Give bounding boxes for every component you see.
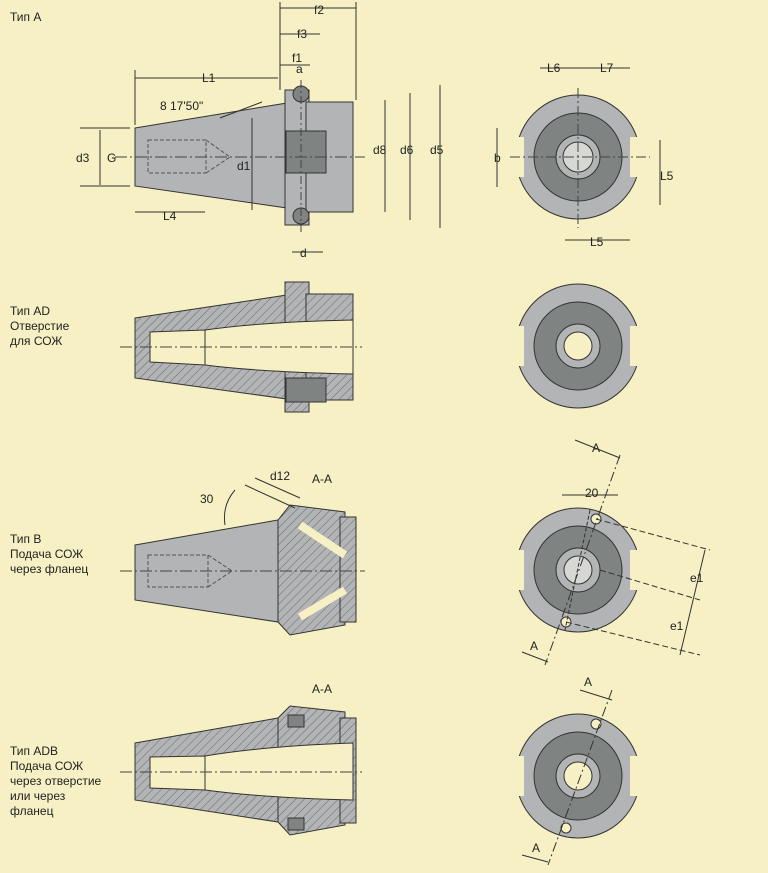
dim-d: d (300, 246, 307, 260)
type-ad-end-view (512, 283, 642, 409)
dim-e1-top: e1 (690, 571, 704, 585)
dim-angle: 8 17'50" (160, 99, 203, 113)
section-mark-a-bottom: A (530, 639, 538, 653)
section-mark-a-bottom-2: A (532, 841, 540, 855)
section-mark-a-top: A (592, 441, 600, 455)
section-label-b: A-A (312, 472, 332, 486)
dim-l6: L6 (547, 61, 561, 75)
dim-l4: L4 (163, 209, 177, 223)
type-adb-end-view (512, 689, 642, 866)
section-label-adb: A-A (312, 682, 332, 696)
type-adb-side-view (120, 705, 362, 836)
dim-d12: d12 (270, 469, 290, 483)
dim-l5-bottom: L5 (590, 235, 604, 249)
dim-d3: d3 (76, 151, 90, 165)
dim-g: G (107, 151, 116, 165)
dim-angle-30: 30 (200, 492, 214, 506)
dim-d8: d8 (373, 143, 387, 157)
dim-f1: f1 (292, 51, 302, 65)
dim-d1: d1 (237, 159, 251, 173)
dim-l7: L7 (600, 61, 614, 75)
type-b-side-view (120, 477, 365, 636)
dim-e1-bottom: e1 (670, 619, 684, 633)
dim-a: a (296, 62, 303, 76)
dim-l5-side: L5 (660, 169, 674, 183)
dimension-labels: f2 f3 f1 a L1 8 17'50" d3 G d1 d8 d6 d5 … (76, 3, 704, 855)
dim-b: b (494, 151, 501, 165)
type-a-end-view (496, 67, 661, 241)
dim-f2: f2 (314, 3, 324, 17)
section-mark-a-top-2: A (584, 675, 592, 689)
type-b-end-view (512, 439, 711, 666)
type-a-label: Тип A (10, 10, 42, 24)
dim-d6: d6 (400, 143, 414, 157)
dim-d5: d5 (430, 143, 444, 157)
dim-angle-20: 20 (585, 486, 599, 500)
dim-f3: f3 (297, 27, 307, 41)
type-ad-side-view (120, 281, 362, 413)
dim-l1: L1 (202, 71, 216, 85)
type-a-side-view (80, 2, 441, 253)
